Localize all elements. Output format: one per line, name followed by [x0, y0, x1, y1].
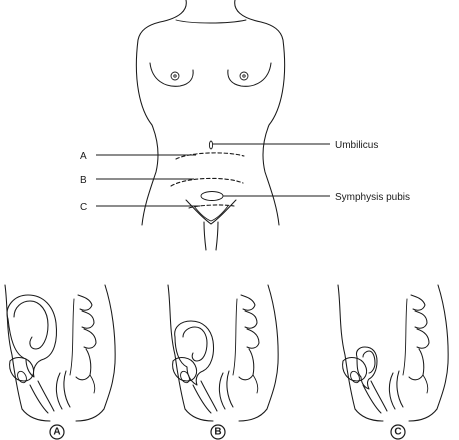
- symphysis-mark: [200, 191, 224, 201]
- neck-outline-right: [234, 0, 284, 41]
- badge-c-text: C: [394, 427, 401, 438]
- symphysis-label: Symphysis pubis: [335, 192, 410, 203]
- sagittal-view-b: [167, 284, 279, 422]
- sagittal-view-a: [4, 284, 116, 422]
- uterus-b-inner: [182, 326, 208, 362]
- level-a-line: [175, 152, 245, 160]
- badge-b-text: B: [214, 427, 221, 438]
- left-nipple: [170, 71, 180, 81]
- level-label-c: C: [80, 202, 87, 213]
- groin-left: [185, 199, 212, 225]
- collarbone: [175, 19, 247, 24]
- groin-right: [210, 199, 237, 225]
- uterus-c-inner: [362, 350, 376, 374]
- level-labels: A B C: [80, 151, 200, 213]
- right-nipple-center: [242, 74, 246, 78]
- neck-outline: [137, 0, 187, 41]
- right-nipple: [239, 71, 249, 81]
- left-breast: [149, 62, 194, 87]
- uterus-a-outer: [6, 294, 57, 378]
- left-nipple-center: [173, 74, 177, 78]
- badge-a-text: A: [53, 427, 60, 438]
- uterus-c-outer: [355, 346, 378, 390]
- level-b-line: [170, 177, 244, 187]
- inner-thigh-left: [203, 221, 207, 251]
- front-torso: [135, 0, 286, 251]
- uterus-a-inner: [13, 300, 49, 350]
- badge-b: B: [210, 424, 226, 440]
- uterus-b-outer: [174, 320, 214, 386]
- torso-right-outline: [262, 39, 286, 226]
- badge-c: C: [390, 424, 406, 440]
- umbilicus-label: Umbilicus: [335, 140, 378, 151]
- level-label-a: A: [80, 151, 87, 162]
- umbilicus-mark: [208, 140, 214, 150]
- landmark-labels: Umbilicus Symphysis pubis: [213, 140, 410, 203]
- inner-thigh-right: [215, 221, 219, 251]
- level-c-line: [188, 204, 235, 209]
- right-breast: [227, 62, 272, 87]
- level-label-b: B: [80, 175, 87, 186]
- pubic-triangle: [193, 205, 229, 222]
- torso-left-outline: [135, 39, 159, 226]
- badge-a: A: [49, 424, 65, 440]
- fundus-levels: [170, 152, 245, 209]
- sagittal-view-c: [337, 284, 449, 422]
